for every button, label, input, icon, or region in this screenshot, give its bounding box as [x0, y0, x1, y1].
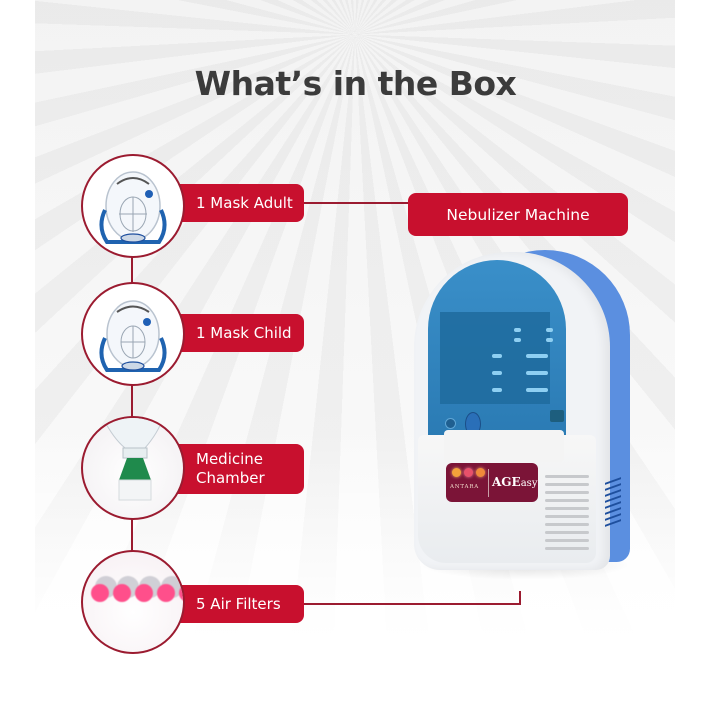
filter-3: [135, 584, 153, 602]
medicine-chamber-icon: [102, 418, 164, 501]
label-nebulizer-machine-text: Nebulizer Machine: [446, 205, 590, 224]
nebulizer-machine-image: ANTARA AGEasy: [410, 250, 630, 580]
connector-vertical: [131, 255, 133, 555]
brand-logo-dots: [452, 468, 485, 477]
filter-2: [113, 584, 131, 602]
item-circle-air-filters: [81, 550, 185, 654]
label-adult-mask-text: 1 Mask Adult: [196, 193, 293, 212]
filter-1: [91, 584, 109, 602]
child-mask-icon: [99, 300, 167, 372]
air-filters-icon: [91, 584, 183, 602]
label-child-mask: 1 Mask Child: [178, 314, 304, 352]
connector-air-filters-up: [519, 591, 521, 605]
item-circle-child-mask: [81, 282, 185, 386]
brand-antara: ANTARA: [450, 484, 480, 490]
page-title: What’s in the Box: [194, 64, 517, 103]
brand-ageasy: AGEasy: [492, 475, 538, 489]
label-air-filters-text: 5 Air Filters: [196, 594, 281, 613]
brand-badge: ANTARA AGEasy: [446, 463, 538, 502]
filter-4: [157, 584, 175, 602]
label-nebulizer-machine: Nebulizer Machine: [408, 193, 628, 236]
label-child-mask-text: 1 Mask Child: [196, 323, 292, 342]
label-medicine-chamber-line1: Medicine: [196, 450, 264, 469]
item-circle-adult-mask: [81, 154, 185, 258]
label-adult-mask: 1 Mask Adult: [178, 184, 304, 222]
connector-adult-mask-to-machine: [304, 202, 410, 204]
front-vents: [545, 475, 589, 555]
item-circle-medicine-chamber: [81, 416, 185, 520]
connector-air-filters-to-machine: [304, 603, 521, 605]
side-vents: [605, 477, 621, 528]
label-air-filters: 5 Air Filters: [178, 585, 304, 623]
adult-mask-icon: [99, 171, 167, 244]
air-outlet-icon: [445, 418, 456, 429]
label-medicine-chamber-line2: Chamber: [196, 469, 265, 487]
label-medicine-chamber: Medicine Chamber: [178, 444, 304, 494]
filter-5: [179, 584, 183, 602]
power-switch: [550, 410, 564, 422]
